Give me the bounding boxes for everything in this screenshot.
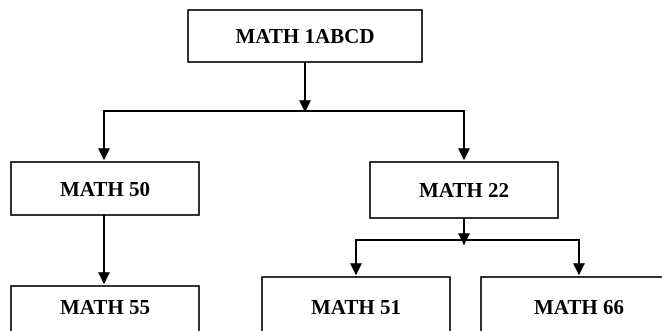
edge-math-1abcd-math-50 (98, 110, 305, 161)
edge-math-22-math-51 (350, 239, 464, 276)
node-label: MATH 50 (60, 177, 150, 201)
node-math-66: MATH 66 (480, 276, 662, 331)
node-box (261, 276, 451, 331)
node-label: MATH 55 (60, 295, 150, 319)
node-math-50: MATH 50 (10, 161, 200, 216)
node-math-22: MATH 22 (369, 161, 559, 219)
node-label: MATH 51 (311, 295, 401, 319)
edge-math-1abcd-math-22 (305, 110, 470, 161)
node-box (10, 161, 200, 216)
node-box (369, 161, 559, 219)
node-label: MATH 1ABCD (235, 24, 374, 48)
node-box (480, 276, 662, 331)
edges (98, 62, 585, 285)
node-math-55: MATH 55 (10, 285, 200, 331)
node-label: MATH 66 (534, 295, 624, 319)
node-math-1abcd: MATH 1ABCD (187, 9, 423, 63)
node-label: MATH 22 (419, 178, 509, 202)
node-box (10, 285, 200, 331)
node-box (187, 9, 423, 63)
node-math-51: MATH 51 (261, 276, 451, 331)
edge-math-22-math-66 (464, 239, 585, 276)
